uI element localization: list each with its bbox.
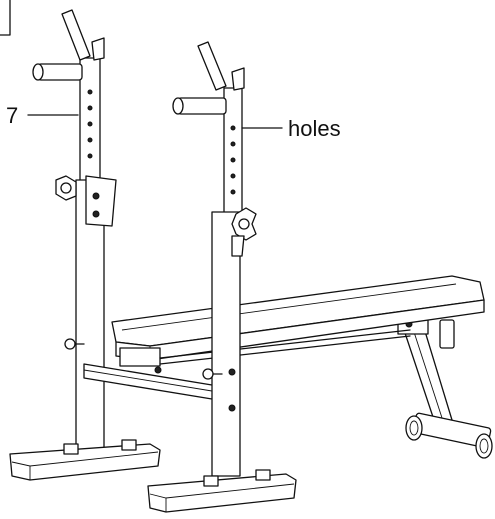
right-stand: [147, 41, 297, 513]
bench: [111, 275, 493, 459]
left-collar: [55, 175, 117, 227]
left-base-foot: [9, 439, 161, 481]
part-number-label: 7: [6, 103, 18, 128]
left-fork-rear: [61, 9, 91, 61]
bench-rear-foot: [405, 412, 493, 459]
right-star-knob: [231, 207, 257, 257]
right-upper-post: [223, 87, 243, 219]
corner-frame: [0, 0, 11, 36]
left-pin: [64, 338, 85, 350]
callout-holes: holes: [241, 116, 341, 141]
bench-pad: [111, 275, 485, 361]
bench-rear-leg: [397, 317, 455, 427]
holes-label: holes: [288, 116, 341, 141]
left-bar-peg: [32, 63, 83, 81]
left-fork-front: [91, 37, 105, 61]
right-bar-peg: [172, 97, 227, 115]
left-post-holes: [87, 89, 93, 159]
right-post-holes: [230, 125, 236, 195]
left-stand: [9, 9, 219, 481]
right-fork-front: [231, 67, 245, 91]
right-base-foot: [147, 469, 297, 513]
bench-frame: [119, 329, 411, 374]
right-pin: [202, 368, 223, 380]
right-fork-rear: [197, 41, 227, 91]
callout-part-7: 7: [6, 103, 79, 128]
